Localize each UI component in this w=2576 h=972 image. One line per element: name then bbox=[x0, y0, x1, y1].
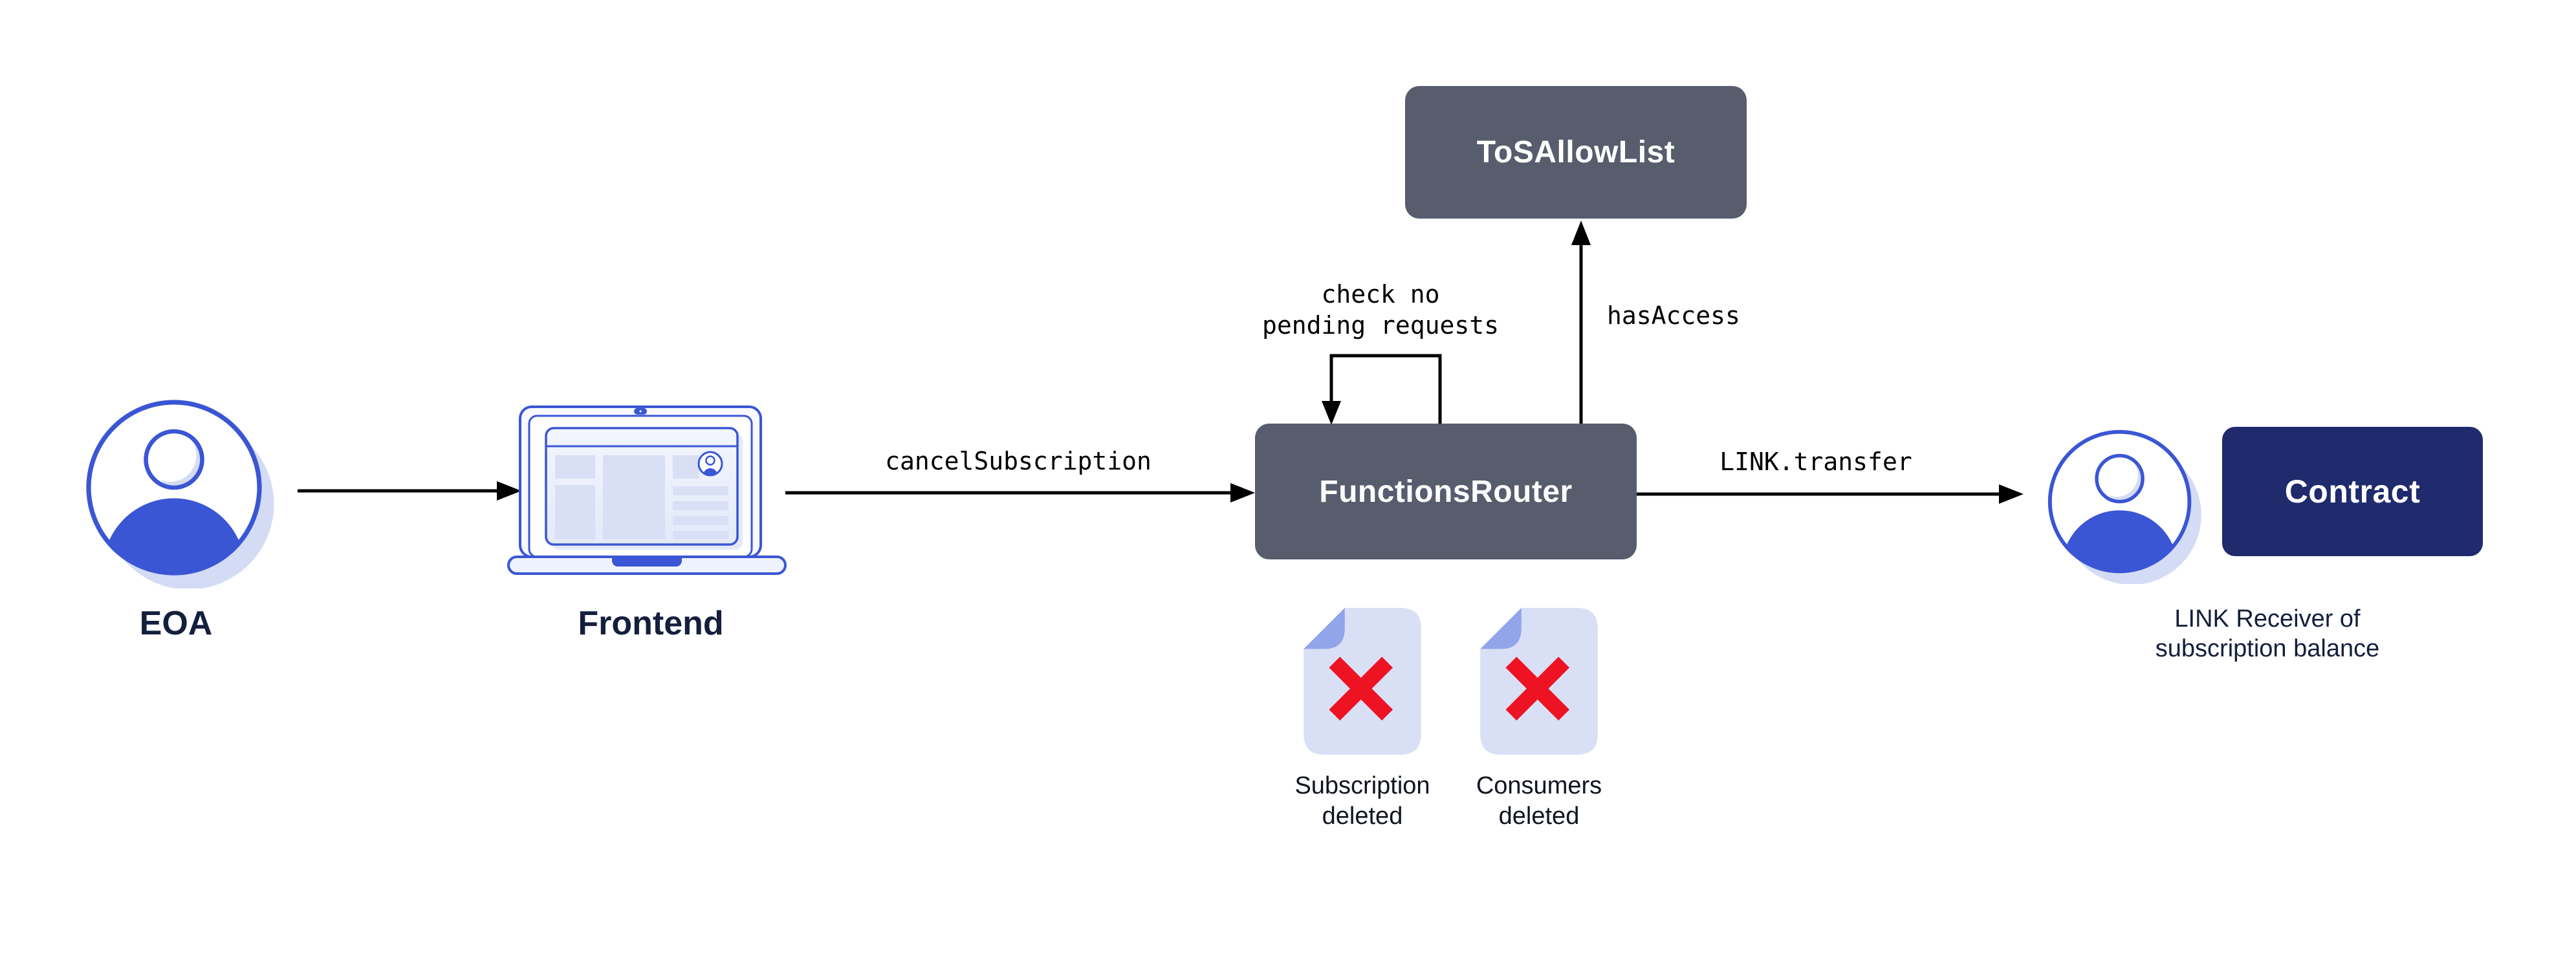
frontend-label: Frontend bbox=[578, 605, 724, 642]
subscription-deleted-label: Subscription deleted bbox=[1282, 771, 1443, 832]
eoa-person-icon bbox=[86, 400, 274, 589]
link-receiver-person-icon bbox=[2047, 429, 2201, 584]
link-receiver-caption: LINK Receiver of subscription balance bbox=[2128, 604, 2407, 664]
check-pending-line2: pending requests bbox=[1261, 311, 1500, 340]
subscription-deleted-line2: deleted bbox=[1322, 803, 1403, 830]
subscription-deleted-line1: Subscription bbox=[1294, 772, 1430, 799]
arrow-router-to-receiver bbox=[1637, 484, 2024, 504]
consumers-deleted-line2: deleted bbox=[1498, 803, 1580, 830]
consumers-deleted-doc-icon bbox=[1480, 608, 1598, 755]
functions-router-label: FunctionsRouter bbox=[1319, 474, 1573, 509]
frontend-laptop-icon bbox=[507, 405, 787, 575]
consumers-deleted-label: Consumers deleted bbox=[1458, 771, 1620, 832]
node-contract: Contract bbox=[2222, 427, 2483, 556]
arrow-frontend-to-router bbox=[785, 483, 1255, 502]
link-receiver-caption-line1: LINK Receiver of bbox=[2174, 605, 2361, 632]
node-functions-router: FunctionsRouter bbox=[1255, 424, 1637, 559]
check-pending-line1: check no bbox=[1321, 280, 1440, 308]
link-receiver-caption-line2: subscription balance bbox=[2155, 635, 2380, 662]
node-tos-allow-list: ToSAllowList bbox=[1405, 86, 1747, 219]
eoa-label: EOA bbox=[139, 605, 213, 642]
consumers-deleted-line1: Consumers bbox=[1476, 772, 1602, 799]
arrow-eoa-to-frontend bbox=[298, 481, 521, 501]
red-x-icon bbox=[1329, 656, 1393, 721]
arrow-router-to-tos bbox=[1571, 221, 1591, 424]
contract-label: Contract bbox=[2284, 473, 2421, 510]
edge-label-cancel-subscription: cancelSubscription bbox=[885, 447, 1152, 475]
edge-label-check-pending: check no pending requests bbox=[1219, 279, 1542, 341]
subscription-deleted-doc-icon bbox=[1304, 608, 1421, 755]
arrow-router-self-loop bbox=[1322, 354, 1442, 425]
red-x-icon bbox=[1505, 656, 1570, 721]
edge-label-has-access: hasAccess bbox=[1607, 301, 1740, 330]
edge-label-link-transfer: LINK.transfer bbox=[1719, 448, 1912, 476]
tos-allow-list-label: ToSAllowList bbox=[1476, 135, 1675, 169]
